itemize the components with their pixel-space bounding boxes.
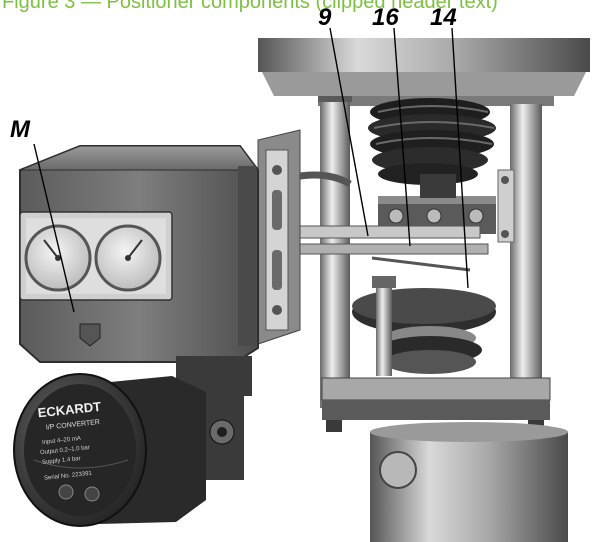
yoke-plate xyxy=(321,377,551,432)
converter-plate-line: Supply 1.4 bar xyxy=(42,456,81,466)
mounting-bracket xyxy=(257,129,352,345)
figure-caption: Figure 3 — Positioner components (clippe… xyxy=(0,0,593,24)
converter-plate-line: Output 0.2–1.0 bar xyxy=(40,445,90,456)
figure-caption-text: Figure 3 — Positioner components (clippe… xyxy=(2,0,498,13)
leader-line-16 xyxy=(393,27,411,247)
right-column xyxy=(497,104,542,412)
ip-converter xyxy=(13,373,206,527)
cam-assembly xyxy=(352,276,496,376)
actuator-housing xyxy=(258,38,590,106)
callout-m: M xyxy=(10,116,30,143)
bellows-spring xyxy=(368,98,496,185)
leader-line-14 xyxy=(451,27,469,289)
leader-line-m xyxy=(33,143,75,313)
callout-9: 9 xyxy=(318,4,332,31)
left-gauge xyxy=(24,224,92,292)
callout-16: 16 xyxy=(372,4,399,31)
right-gauge xyxy=(94,224,162,292)
converter-brand-label: ECKARDT xyxy=(37,399,102,421)
converter-plate-line: Serial No. 223391 xyxy=(44,471,93,482)
valve-body-cylinder xyxy=(370,422,568,542)
leader-line-9 xyxy=(329,27,369,237)
stem-connector xyxy=(378,174,496,234)
feedback-lever xyxy=(279,225,489,272)
converter-plate-line: Input 4–20 mA xyxy=(42,436,81,446)
cover-latch xyxy=(79,323,101,347)
callout-14: 14 xyxy=(430,4,457,31)
leader-lines xyxy=(33,27,469,313)
